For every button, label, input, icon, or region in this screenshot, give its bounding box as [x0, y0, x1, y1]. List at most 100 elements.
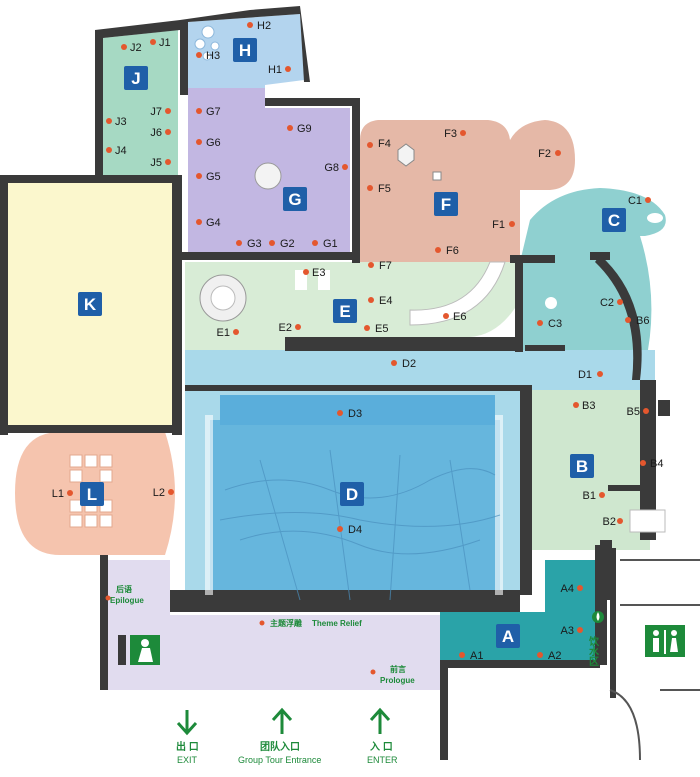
point-L1[interactable]: L1 [52, 488, 73, 500]
point-J1[interactable]: J1 [150, 37, 171, 49]
point-J4[interactable]: J4 [106, 145, 127, 157]
point-label: J5 [150, 157, 162, 169]
point-dot [645, 197, 651, 203]
point-A3[interactable]: A3 [561, 625, 583, 637]
zone-L-badge[interactable]: L [80, 482, 104, 506]
point-F1[interactable]: F1 [492, 219, 515, 231]
point-dot [269, 240, 275, 246]
zone-K-badge[interactable]: K [78, 292, 102, 316]
point-B2[interactable]: B2 [603, 516, 623, 528]
point-label: A3 [561, 625, 574, 637]
point-G8[interactable]: G8 [324, 162, 348, 174]
point-dot [640, 460, 646, 466]
point-label: B4 [650, 458, 663, 470]
point-dot [625, 317, 631, 323]
point-G5[interactable]: G5 [196, 171, 221, 183]
point-J3[interactable]: J3 [106, 116, 127, 128]
point-G9[interactable]: G9 [287, 123, 312, 135]
point-A1[interactable]: A1 [459, 650, 483, 662]
point-E5[interactable]: E5 [364, 323, 388, 335]
point-B1[interactable]: B1 [583, 490, 605, 502]
point-F5[interactable]: F5 [367, 183, 391, 195]
point-F2[interactable]: F2 [538, 148, 561, 160]
point-dot [643, 408, 649, 414]
zone-badge-letter: J [131, 69, 140, 88]
point-G3[interactable]: G3 [236, 238, 262, 250]
point-E3[interactable]: E3 [303, 267, 325, 279]
zone-badge-box [340, 482, 364, 506]
point-label: D4 [348, 524, 362, 536]
zone-H-badge[interactable]: H [233, 38, 257, 62]
point-D3[interactable]: D3 [337, 408, 362, 420]
point-J7[interactable]: J7 [150, 106, 171, 118]
point-G4[interactable]: G4 [196, 217, 221, 229]
zone-C-badge[interactable]: C [602, 208, 626, 232]
point-label: J3 [115, 116, 127, 128]
point-F7[interactable]: F7 [368, 260, 392, 272]
point-L2[interactable]: L2 [153, 487, 174, 499]
walls [0, 6, 656, 760]
point-label: H2 [257, 20, 271, 32]
point-B6[interactable]: B6 [625, 315, 649, 327]
prologue-en-label: Prologue [380, 676, 415, 685]
point-dot [617, 518, 623, 524]
point-J6[interactable]: J6 [150, 127, 171, 139]
point-E1[interactable]: E1 [217, 327, 239, 339]
exit-en-label: EXIT [177, 755, 198, 765]
point-dot [443, 313, 449, 319]
group-entrance-en-label: Group Tour Entrance [238, 755, 321, 765]
g-center-pillar [254, 162, 282, 190]
point-B4[interactable]: B4 [640, 458, 663, 470]
point-D1[interactable]: D1 [578, 369, 603, 381]
point-E2[interactable]: E2 [279, 322, 301, 334]
zone-E-badge[interactable]: E [333, 299, 357, 323]
e3-pillar-1 [295, 270, 307, 290]
point-dot [364, 325, 370, 331]
zone-B-badge[interactable]: B [570, 454, 594, 478]
point-B5[interactable]: B5 [627, 406, 649, 418]
point-label: F2 [538, 148, 551, 160]
emergency-exit-icon [118, 635, 160, 665]
point-B3[interactable]: B3 [573, 400, 595, 412]
zone-J-badge[interactable]: J [124, 66, 148, 90]
point-A4[interactable]: A4 [561, 583, 583, 595]
point-H2[interactable]: H2 [247, 20, 271, 32]
zone-A-badge[interactable]: A [496, 624, 520, 648]
point-label: G7 [206, 106, 221, 118]
point-label: G4 [206, 217, 221, 229]
zone-C-lower [520, 262, 605, 350]
water-drop-icon [592, 611, 604, 623]
point-H1[interactable]: H1 [268, 64, 291, 76]
point-dot [577, 627, 583, 633]
point-E6[interactable]: E6 [443, 311, 466, 323]
point-G7[interactable]: G7 [196, 106, 221, 118]
exit-cn-label: 出 口 [176, 740, 199, 753]
point-F4[interactable]: F4 [367, 138, 391, 150]
service-area-lines [609, 559, 700, 761]
zone-badge-box [434, 192, 458, 216]
point-G2[interactable]: G2 [269, 238, 295, 250]
point-E4[interactable]: E4 [368, 295, 392, 307]
point-J2[interactable]: J2 [121, 42, 142, 54]
point-J5[interactable]: J5 [150, 157, 171, 169]
point-F3[interactable]: F3 [444, 128, 466, 140]
point-C2[interactable]: C2 [600, 297, 623, 309]
zone-F-badge[interactable]: F [434, 192, 458, 216]
zone-D-corridor [185, 350, 655, 390]
point-label: H3 [206, 50, 220, 62]
point-C1[interactable]: C1 [628, 195, 651, 207]
point-H3[interactable]: H3 [196, 50, 220, 62]
zone-G-badge[interactable]: G [283, 187, 307, 211]
zone-badge-box [283, 187, 307, 211]
point-D2[interactable]: D2 [391, 358, 416, 370]
point-A2[interactable]: A2 [537, 650, 561, 662]
point-D4[interactable]: D4 [337, 524, 362, 536]
point-F6[interactable]: F6 [435, 245, 459, 257]
point-label: B1 [583, 490, 596, 502]
enter-en-label: ENTER [367, 755, 398, 765]
point-C3[interactable]: C3 [537, 318, 562, 330]
point-G6[interactable]: G6 [196, 137, 221, 149]
point-G1[interactable]: G1 [312, 238, 338, 250]
zone-D-badge[interactable]: D [340, 482, 364, 506]
point-label: B2 [603, 516, 616, 528]
